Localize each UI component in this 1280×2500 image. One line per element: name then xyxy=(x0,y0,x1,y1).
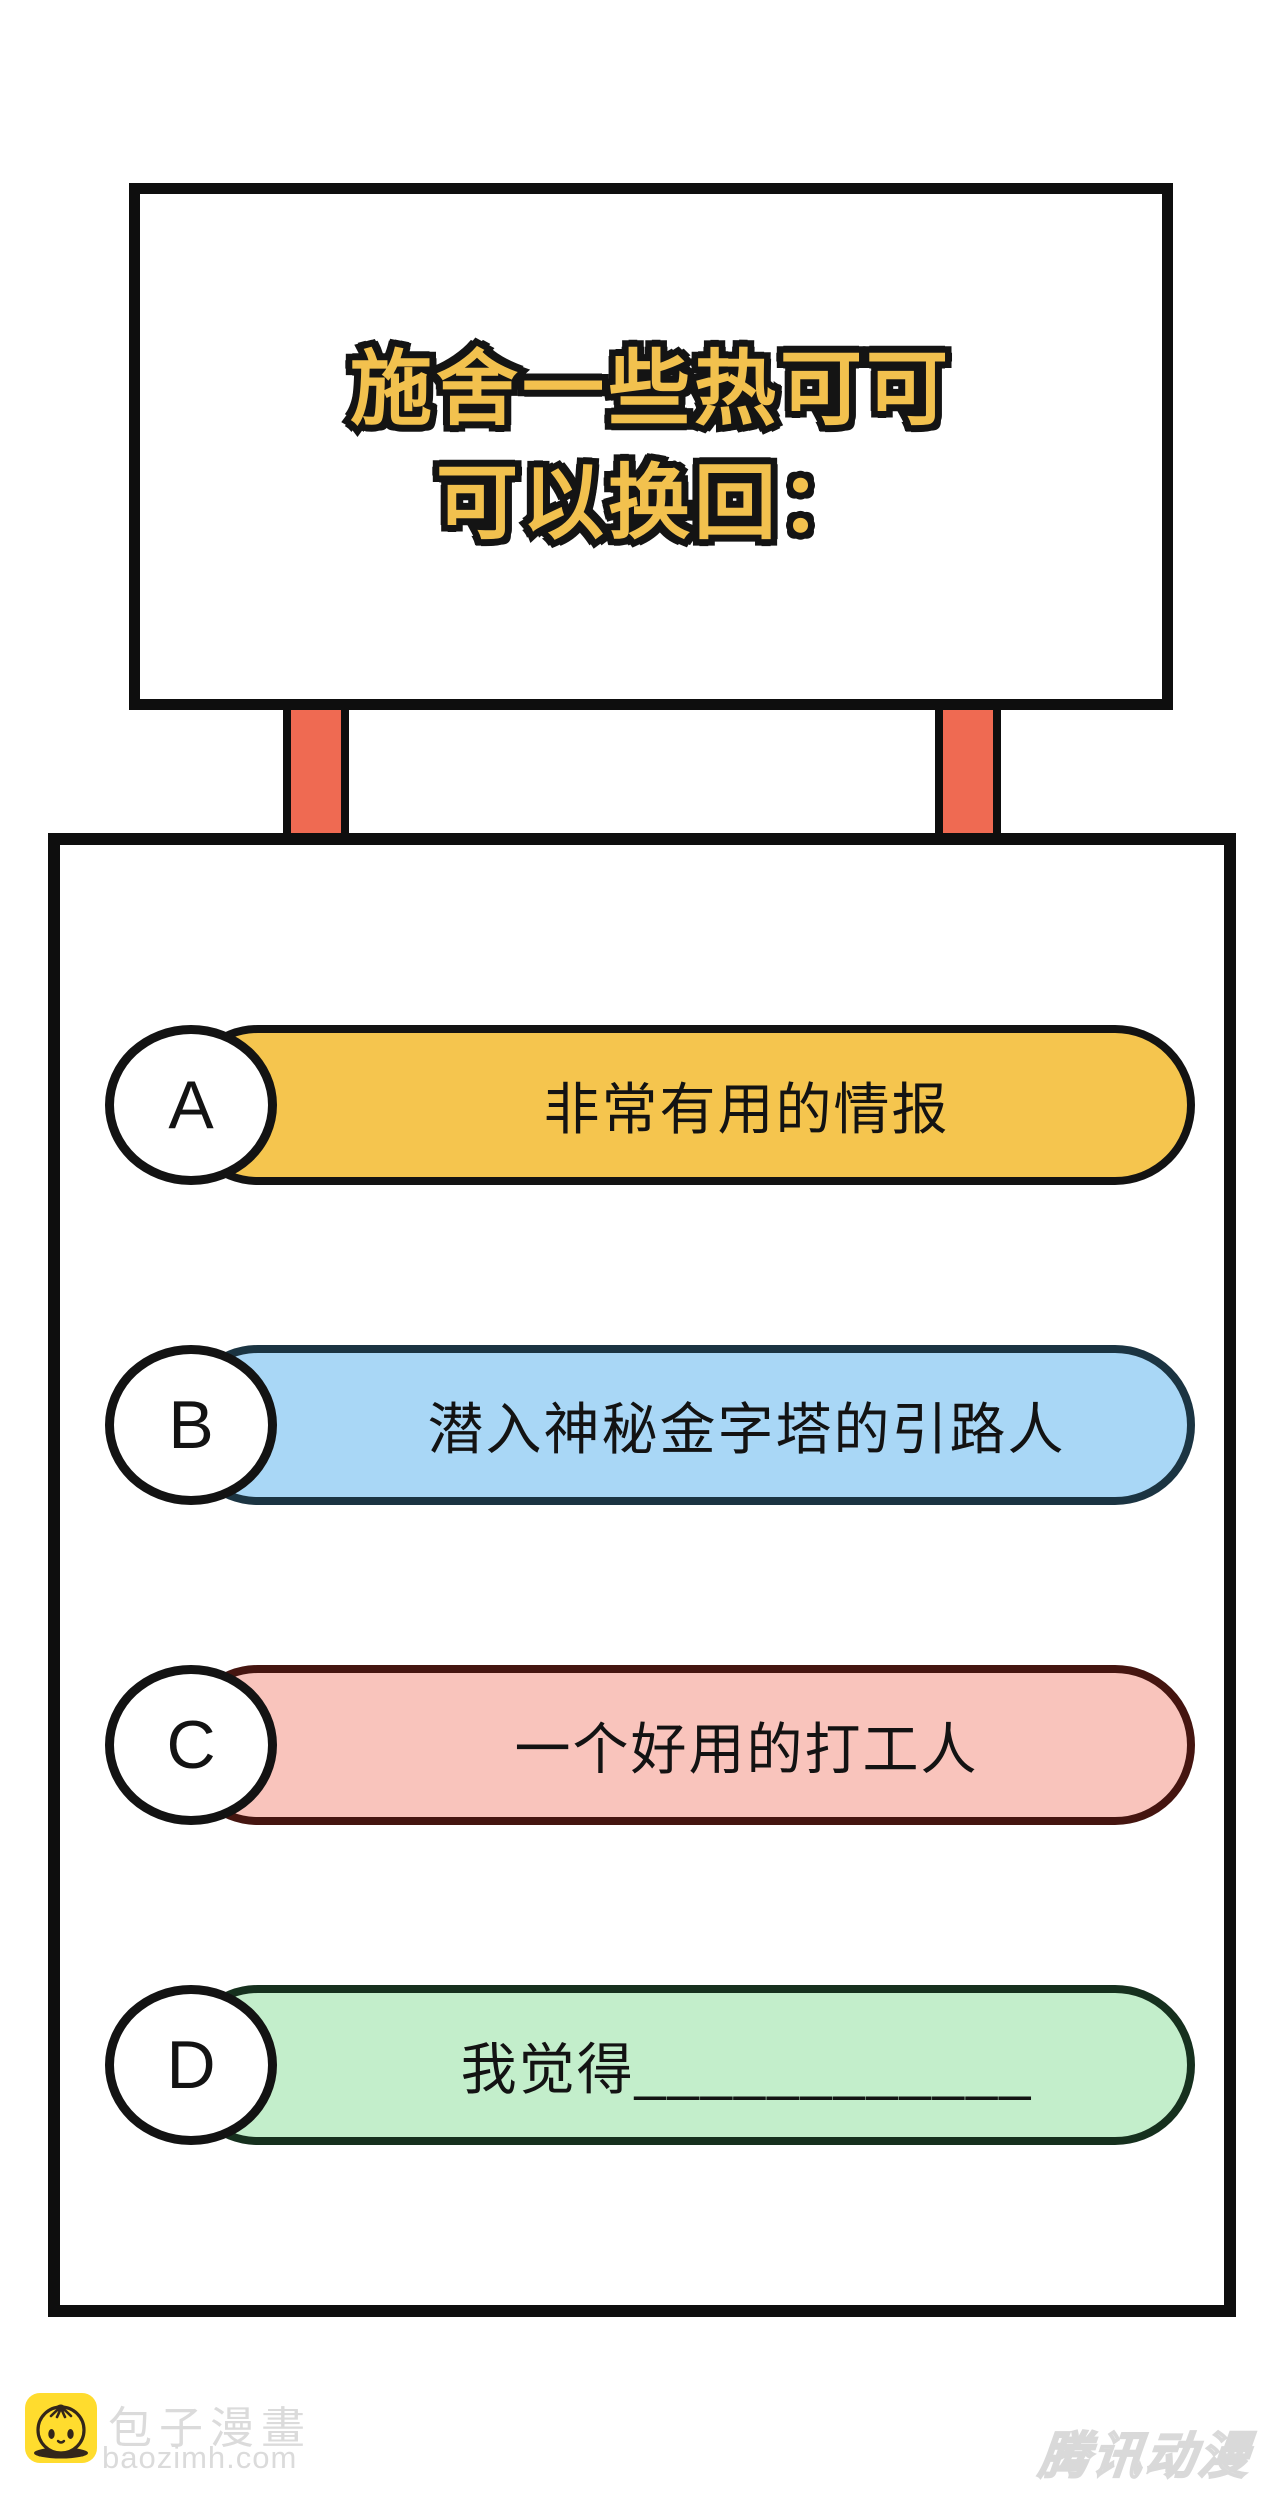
baozi-bun-icon xyxy=(25,2393,97,2463)
option-d-letter-badge: D xyxy=(105,1985,277,2145)
option-c-pill: 一个好用的打工人 xyxy=(178,1665,1195,1825)
tencent-comics-watermark: 腾讯动漫 xyxy=(1036,2427,1256,2485)
option-d[interactable]: 我觉得____________ D xyxy=(105,1985,1195,2145)
option-a-letter-badge: A xyxy=(105,1025,277,1185)
site-url: baozimh.com xyxy=(102,2440,298,2475)
option-d-letter: D xyxy=(166,2027,216,2103)
option-b-letter-badge: B xyxy=(105,1345,277,1505)
option-b-letter: B xyxy=(168,1387,214,1463)
option-c-letter: C xyxy=(166,1707,216,1783)
sign-title-line2-outline: 可以换回： xyxy=(429,451,868,555)
option-c[interactable]: 一个好用的打工人 C xyxy=(105,1665,1195,1825)
option-a-letter: A xyxy=(168,1067,214,1143)
sign-board: 施舍一些热可可 施舍一些热可可 可以换回： 可以换回： xyxy=(129,183,1173,710)
option-a[interactable]: 非常有用的情报 A xyxy=(105,1025,1195,1185)
site-name: 包子漫畫 xyxy=(108,2404,312,2453)
option-a-pill: 非常有用的情报 xyxy=(178,1025,1195,1185)
option-d-label: 我觉得____________ xyxy=(460,2037,1033,2101)
option-c-letter-badge: C xyxy=(105,1665,277,1825)
sign-post-left xyxy=(283,705,349,841)
option-b[interactable]: 潜入神秘金字塔的引路人 B xyxy=(105,1345,1195,1505)
option-a-label: 非常有用的情报 xyxy=(543,1077,950,1141)
sign-title-line1-text: 施舍一些热可可 xyxy=(349,344,952,436)
option-c-label: 一个好用的打工人 xyxy=(514,1717,979,1781)
option-b-pill: 潜入神秘金字塔的引路人 xyxy=(178,1345,1195,1505)
sign-post-right xyxy=(935,705,1001,841)
sign-title-line2-text: 可以换回： xyxy=(435,457,866,549)
option-b-label: 潜入神秘金字塔的引路人 xyxy=(427,1397,1066,1461)
sign-title-line1-outline: 施舍一些热可可 xyxy=(343,338,954,442)
sign-title-line1: 施舍一些热可可 施舍一些热可可 xyxy=(343,333,954,446)
option-d-pill: 我觉得____________ xyxy=(178,1985,1195,2145)
sign-title-line2: 可以换回： 可以换回： xyxy=(429,447,868,560)
